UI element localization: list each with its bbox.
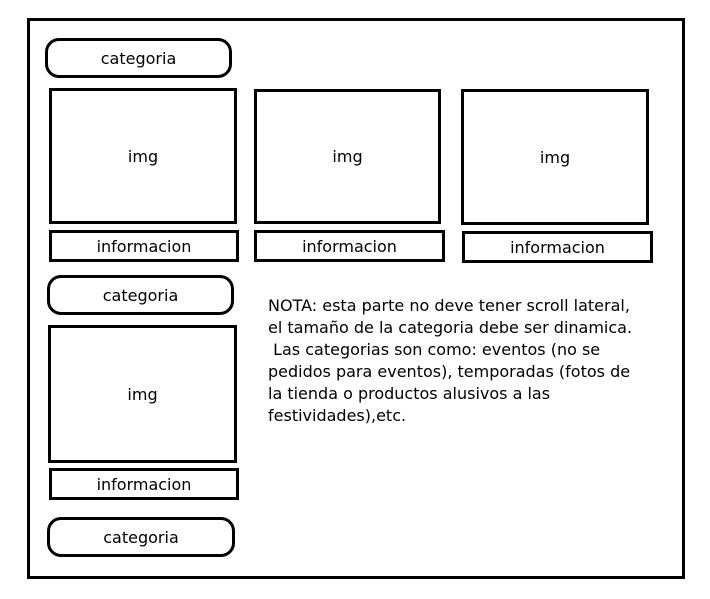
card-image-placeholder[interactable]: img <box>254 89 441 224</box>
image-placeholder-label: img <box>127 384 158 404</box>
note-line: Las categorias son como: eventos (no se <box>268 340 601 359</box>
card-info-box[interactable]: informacion <box>49 468 239 500</box>
card-image-placeholder[interactable]: img <box>48 325 237 463</box>
wireframe-frame <box>27 18 685 579</box>
image-placeholder-label: img <box>539 147 571 167</box>
image-placeholder-label: img <box>332 147 363 166</box>
card-info-label: informacion <box>96 474 192 494</box>
card-info-label: informacion <box>510 237 605 257</box>
card-image-placeholder[interactable]: img <box>49 88 237 224</box>
note-line: pedidos para eventos), temporadas (fotos… <box>268 362 631 381</box>
note-line: festividades),etc. <box>268 406 407 425</box>
card-image-placeholder[interactable]: img <box>461 89 649 225</box>
category-button[interactable]: categoria <box>47 517 235 557</box>
card-info-box[interactable]: informacion <box>462 231 653 263</box>
category-button[interactable]: categoria <box>47 275 234 315</box>
note-line: el tamaño de la categoria debe ser dinam… <box>268 318 633 337</box>
card-info-label: informacion <box>302 236 397 256</box>
image-placeholder-label: img <box>127 146 159 166</box>
card-info-box[interactable]: informacion <box>254 230 445 262</box>
card-info-box[interactable]: informacion <box>49 230 239 262</box>
note-line: NOTA: esta parte no deve tener scroll la… <box>268 296 630 315</box>
category-button[interactable]: categoria <box>45 38 232 78</box>
note-line: la tienda o productos alusivos a las <box>268 384 551 403</box>
design-note: NOTA: esta parte no deve tener scroll la… <box>268 295 648 427</box>
card-info-label: informacion <box>96 236 192 256</box>
